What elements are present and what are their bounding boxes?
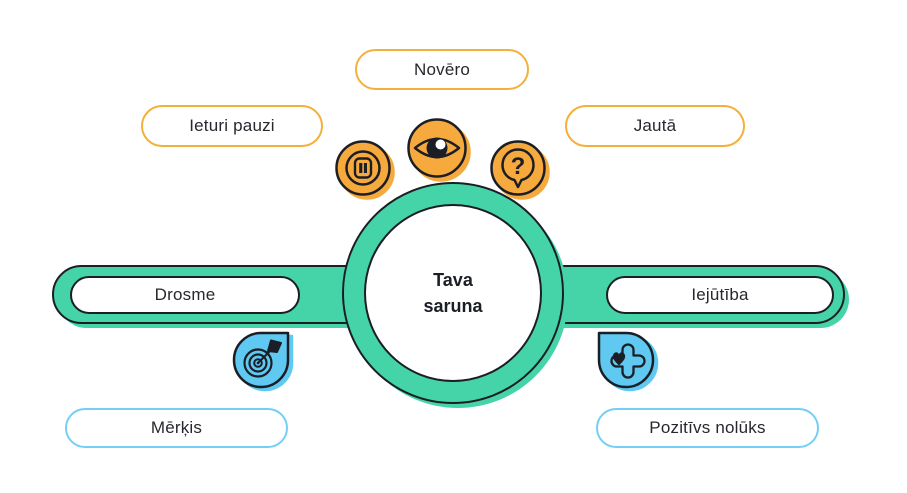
pill-jauta: Jautā (565, 105, 745, 147)
center-title-line2: saruna (423, 296, 483, 316)
pill-iejutiba-label: Iejūtība (691, 285, 749, 304)
center-circle: Tava saruna (364, 204, 542, 382)
center-title-line1: Tava (433, 270, 473, 290)
pill-drosme: Drosme (70, 276, 300, 314)
pill-novero-label: Novēro (413, 59, 470, 79)
pill-pozitivs-noluks-label: Pozitīvs nolūks (649, 418, 766, 437)
eye-icon (407, 118, 467, 178)
pill-merkis-label: Mērķis (150, 418, 203, 437)
pill-ieturi-pauzi: Ieturi pauzi (141, 105, 323, 147)
pill-iejutiba: Iejūtība (606, 276, 834, 314)
pause-icon (335, 140, 391, 196)
pill-pozitivs-noluks: Pozitīvs nolūks (596, 408, 819, 448)
heart-plus-icon (597, 331, 655, 389)
pill-novero: Novēro (355, 49, 529, 90)
pill-jauta-label: Jautā (633, 116, 677, 135)
pill-merkis: Mērķis (65, 408, 288, 448)
pill-ieturi-pauzi-label: Ieturi pauzi (189, 116, 275, 135)
question-icon: ? (490, 140, 546, 196)
question-glyph: ? (511, 153, 526, 180)
pill-drosme-label: Drosme (154, 285, 216, 304)
target-dart-icon (232, 331, 290, 389)
